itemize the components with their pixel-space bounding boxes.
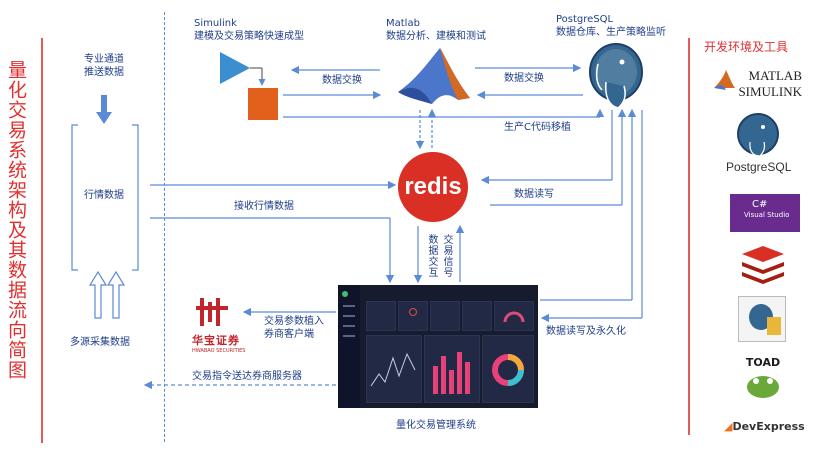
system-label: 量化交易管理系统 xyxy=(396,420,476,431)
redis-label: redis xyxy=(404,173,462,200)
simulink-desc: 建模及交易策略快速成型 xyxy=(194,31,304,42)
flow-c-code: 生产C代码移植 xyxy=(504,122,571,133)
postgres-desc: 数据仓库、生产策略监听 xyxy=(556,27,666,38)
devexpress-icon: ◢ xyxy=(724,420,733,433)
flow-receive-market: 接收行情数据 xyxy=(234,201,294,212)
flow-data-exchange-2: 数据交换 xyxy=(504,73,544,84)
redis-logo: redis xyxy=(398,152,468,222)
redis-stack-icon xyxy=(738,244,788,284)
push-data-label: 推送数据 xyxy=(84,67,124,78)
tool-devexpress-label: DevExpress xyxy=(732,420,805,433)
simulink-name: Simulink xyxy=(194,18,237,29)
dedicated-channel-label: 专业通道 xyxy=(84,54,124,65)
visual-studio-logo: C# Visual Studio xyxy=(730,194,800,232)
tool-vs-line1: C# xyxy=(752,199,768,210)
broker-name: 华宝证券 xyxy=(192,334,240,347)
postgres-elephant-icon xyxy=(734,112,782,158)
flow-order-send: 交易指令送达券商服务器 xyxy=(192,371,302,382)
diagram-title: 量化交易系统架构及其数据流向简图 xyxy=(5,60,27,380)
left-divider xyxy=(41,38,43,443)
devexpress-logo: ◢DevExpress xyxy=(724,420,805,433)
tool-toad-label: TOAD xyxy=(745,356,781,369)
tool-postgres-label: PostgreSQL xyxy=(726,160,792,174)
management-system-screenshot xyxy=(338,285,538,408)
flow-trade-signal: 交易信号 xyxy=(441,234,452,278)
postgres-name: PostgreSQL xyxy=(556,14,614,25)
flow-trade-params-1: 交易参数植入 xyxy=(264,316,324,327)
right-divider xyxy=(688,38,690,435)
matlab-desc: 数据分析、建模和测试 xyxy=(386,31,486,42)
tool-vs-line2: Visual Studio xyxy=(744,211,790,219)
tool-matlab-line2: SIMULINK xyxy=(738,84,802,99)
pgadmin-icon xyxy=(738,296,786,342)
flow-persist: 数据读写及永久化 xyxy=(546,326,626,337)
matlab-simulink-logo: MATLAB SIMULINK xyxy=(736,62,802,106)
system-boundary-dashed xyxy=(164,12,165,442)
dashboard-sidebar xyxy=(338,285,360,408)
matlab-membrane-icon xyxy=(714,70,735,90)
flow-data-exchange-1: 数据交换 xyxy=(322,75,362,86)
flow-data-interaction: 数据交互 xyxy=(426,234,437,278)
flow-trade-params-2: 券商客户端 xyxy=(264,329,314,340)
tool-matlab-line1: MATLAB xyxy=(748,68,802,83)
broker-logo: 华宝证券 HWABAO SECURITIES xyxy=(192,296,246,354)
tools-heading: 开发环境及工具 xyxy=(704,40,789,54)
market-data-label: 行情数据 xyxy=(84,190,124,201)
broker-name-en: HWABAO SECURITIES xyxy=(192,348,246,354)
matlab-name: Matlab xyxy=(386,18,420,29)
flow-data-rw: 数据读写 xyxy=(514,189,554,200)
multi-source-label: 多源采集数据 xyxy=(70,337,130,348)
toad-logo: TOAD xyxy=(740,356,786,402)
